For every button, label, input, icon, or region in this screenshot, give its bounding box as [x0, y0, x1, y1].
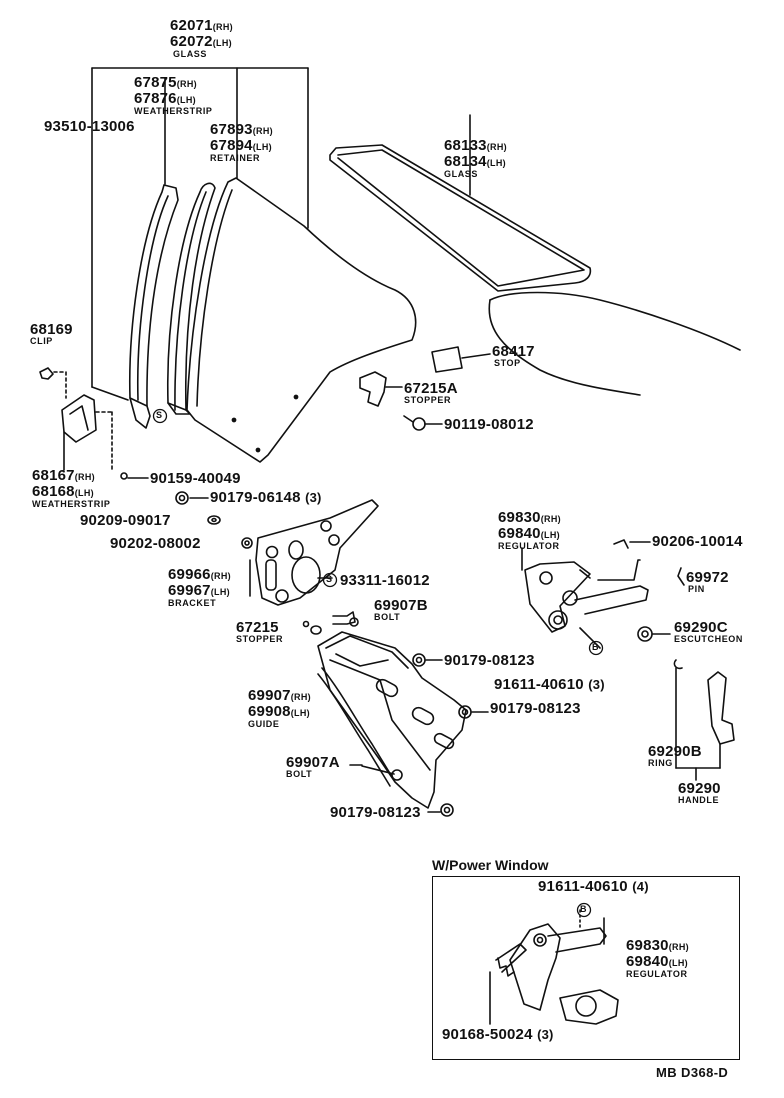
- callout-nut-90179-b: 90179-08123: [490, 700, 581, 717]
- callout-regulator: 69830(RH) 69840(LH) REGULATOR: [498, 509, 561, 551]
- callout-weatherstrip-rear: 68167(RH) 68168(LH) WEATHERSTRIP: [32, 467, 111, 509]
- guide-drawing: [317, 631, 467, 809]
- callout-clip: 68169 CLIP: [30, 321, 73, 346]
- handle-drawing: [707, 671, 735, 745]
- callout-handle: 69290 HANDLE: [678, 780, 721, 805]
- callout-rivet-91611: 91611-40610 (3): [494, 676, 605, 693]
- rear-glass-drawing: [329, 114, 741, 396]
- stop-pad-drawing: [431, 346, 463, 373]
- callout-clip-90206: 90206-10014: [652, 533, 743, 550]
- power-window-regulator-drawing: [489, 909, 619, 1025]
- callout-bolt-69907a: 69907A BOLT: [286, 754, 340, 779]
- front-glass-drawing: [91, 67, 417, 463]
- stopper-drawing: [359, 371, 387, 407]
- diagram-code: MB D368-D: [656, 1065, 729, 1080]
- callout-screw-93510: 93510-13006: [44, 118, 135, 135]
- callout-screw-93311: 93311-16012: [340, 572, 430, 589]
- rear-weatherstrip-drawing: [61, 394, 97, 443]
- callout-bracket: 69966(RH) 69967(LH) BRACKET: [168, 566, 231, 608]
- callout-bolt-69907b: 69907B BOLT: [374, 597, 428, 622]
- b-mark: B: [580, 904, 587, 914]
- callout-glass-rear: 68133(RH) 68134(LH) GLASS: [444, 137, 507, 179]
- callout-glass-front: 62071(RH) 62072(LH) GLASS: [170, 17, 233, 59]
- callout-pw-regulator: 69830(RH) 69840(LH) REGULATOR: [626, 937, 689, 979]
- callout-pw-rivet: 91611-40610 (4): [538, 878, 649, 895]
- callout-nut-90179-a: 90179-08123: [444, 652, 535, 669]
- callout-nut-90179-top: 90179-06148 (3): [210, 489, 322, 506]
- s-mark: S: [326, 574, 333, 584]
- callout-guide: 69907(RH) 69908(LH) GUIDE: [248, 687, 311, 729]
- regulator-drawing: [521, 547, 649, 633]
- callout-bolt-90119: 90119-08012: [444, 416, 534, 433]
- callout-stopper-lower: 67215 STOPPER: [236, 619, 284, 644]
- callout-ring: 69290B RING: [648, 743, 702, 768]
- callout-washer-90209: 90209-09017: [80, 512, 171, 529]
- callout-nut-90179-c: 90179-08123: [330, 804, 421, 821]
- clip-drawing: [39, 367, 54, 380]
- callout-pw-screw: 90168-50024 (3): [442, 1026, 554, 1043]
- callout-pin: 69972 PIN: [686, 569, 729, 594]
- s-mark: S: [156, 410, 163, 420]
- bracket-drawing: [249, 499, 379, 606]
- b-mark: B: [592, 642, 599, 652]
- callout-escutcheon: 69290C ESCUTCHEON: [674, 619, 744, 644]
- callout-weatherstrip-front: 67875(RH) 67876(LH) WEATHERSTRIP: [134, 74, 213, 116]
- callout-screw-90159: 90159-40049: [150, 470, 241, 487]
- callout-stop: 68417 STOP: [492, 343, 535, 368]
- power-window-inset: [432, 876, 740, 1060]
- inset-title: W/Power Window: [432, 857, 549, 873]
- bolt-90119-drawing: [412, 417, 426, 431]
- callout-washer-90202: 90202-08002: [110, 535, 201, 552]
- callout-stopper-upper: 67215A STOPPER: [404, 380, 458, 405]
- callout-retainer: 67893(RH) 67894(LH) RETAINER: [210, 121, 273, 163]
